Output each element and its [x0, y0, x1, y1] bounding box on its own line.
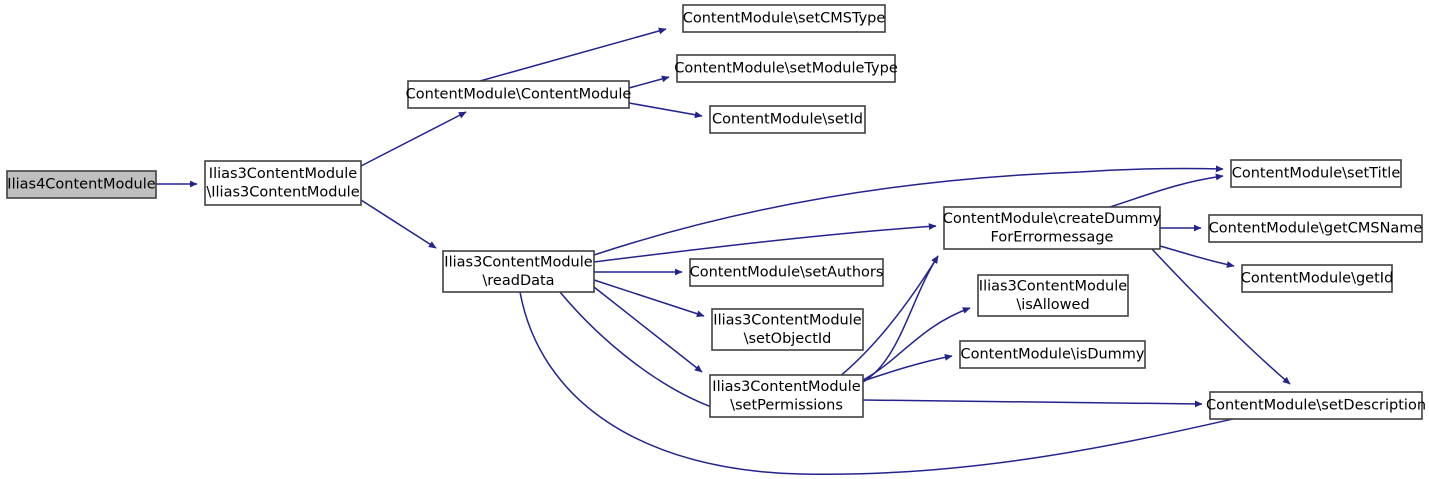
- edge-cmctor-to-setmoduletype: [628, 75, 670, 89]
- node-ilias3contentmodule-setobjectid-box[interactable]: [711, 308, 864, 351]
- node-contentmodule-getcmsname[interactable]: ContentModule\getCMSName: [1208, 214, 1423, 243]
- node-contentmodule-setdescription-line-0: ContentModule\setDescription: [1206, 398, 1426, 414]
- node-contentmodule-settitle-line-0: ContentModule\setTitle: [1232, 166, 1401, 182]
- node-contentmodule-createdummyforerrormessage-line-1: ForErrormessage: [991, 229, 1114, 245]
- node-ilias3contentmodule-readdata-label: Ilias3ContentModule \readData: [444, 254, 592, 289]
- node-contentmodule-isdummy-line-0: ContentModule\isDummy: [960, 347, 1144, 363]
- node-ilias3contentmodule-readdata[interactable]: Ilias3ContentModule \readData: [442, 250, 595, 293]
- node-ilias3contentmodule-setobjectid-label: Ilias3ContentModule \setObjectId: [713, 312, 861, 347]
- node-contentmodule-setcmstype-line-0: ContentModule\setCMSType: [683, 11, 886, 27]
- node-contentmodule-getcmsname-box[interactable]: [1208, 214, 1423, 243]
- edge-ilias3ctor-to-readdata: [360, 199, 437, 249]
- node-contentmodule-setmoduletype[interactable]: ContentModule\setModuleType: [674, 54, 898, 83]
- edge-readdata-to-createdummy: [593, 223, 937, 263]
- edge-readdata-to-setdescription: [519, 291, 1256, 476]
- edge-createdummy-to-settitle: [1109, 173, 1224, 208]
- node-contentmodule-getid-box[interactable]: [1241, 264, 1393, 293]
- node-ilias3contentmodule-setpermissions-line-1: \setPermissions: [730, 397, 843, 413]
- node-ilias4contentmodule[interactable]: Ilias4ContentModule: [6, 170, 157, 199]
- node-contentmodule-settitle-box[interactable]: [1230, 159, 1402, 188]
- node-contentmodule-ctor-box[interactable]: [407, 80, 630, 109]
- node-contentmodule-setcmstype[interactable]: ContentModule\setCMSType: [682, 4, 886, 33]
- node-ilias3contentmodule-isallowed-box[interactable]: [977, 274, 1129, 317]
- edge-setpermissions-to-isdummy: [862, 353, 953, 382]
- node-ilias3contentmodule-isallowed-line-1: \isAllowed: [1016, 297, 1089, 313]
- node-ilias3contentmodule-ctor-label: Ilias3ContentModule \Ilias3ContentModule: [206, 166, 359, 201]
- node-ilias3contentmodule-setpermissions-line-0: Ilias3ContentModule: [712, 379, 860, 395]
- node-contentmodule-setauthors-box[interactable]: [689, 258, 884, 287]
- edge-setpermissions-to-isallowed: [862, 307, 971, 381]
- node-ilias3contentmodule-isallowed-label: Ilias3ContentModule \isAllowed: [979, 278, 1127, 313]
- node-contentmodule-getcmsname-line-0: ContentModule\getCMSName: [1209, 221, 1423, 237]
- node-contentmodule-setcmstype-box[interactable]: [682, 4, 886, 33]
- node-ilias3contentmodule-ctor-line-1: \Ilias3ContentModule: [206, 184, 359, 200]
- node-contentmodule-ctor-label: ContentModule\ContentModule: [406, 87, 632, 103]
- node-contentmodule-setauthors[interactable]: ContentModule\setAuthors: [689, 258, 884, 287]
- edge-readdata-to-setpermissions: [593, 286, 703, 373]
- edge-readdata-to-setobjectid: [593, 279, 705, 318]
- node-contentmodule-createdummyforerrormessage-box[interactable]: [943, 206, 1161, 250]
- node-contentmodule-settitle-label: ContentModule\setTitle: [1232, 166, 1401, 182]
- edge-readdata-to-settitle: [593, 165, 1224, 256]
- node-ilias3contentmodule-setobjectid[interactable]: Ilias3ContentModule \setObjectId: [711, 308, 864, 351]
- node-contentmodule-setmoduletype-line-0: ContentModule\setModuleType: [674, 61, 898, 77]
- edge-setpermissions-to-setdescription: [862, 399, 1203, 408]
- node-contentmodule-setmoduletype-box[interactable]: [676, 54, 896, 83]
- node-contentmodule-isdummy[interactable]: ContentModule\isDummy: [959, 340, 1146, 369]
- node-contentmodule-setid-line-0: ContentModule\setId: [712, 112, 863, 128]
- node-ilias3contentmodule-isallowed-line-0: Ilias3ContentModule: [979, 278, 1127, 294]
- node-ilias3contentmodule-setobjectid-line-1: \setObjectId: [744, 331, 832, 347]
- node-contentmodule-getid-line-0: ContentModule\getId: [1241, 271, 1394, 287]
- node-ilias4contentmodule-line-0: Ilias4ContentModule: [7, 177, 155, 193]
- node-contentmodule-setcmstype-label: ContentModule\setCMSType: [683, 11, 886, 27]
- node-contentmodule-setid[interactable]: ContentModule\setId: [709, 105, 866, 134]
- node-contentmodule-getid-label: ContentModule\getId: [1241, 271, 1394, 287]
- node-ilias4contentmodule-box[interactable]: [6, 170, 157, 199]
- node-contentmodule-settitle[interactable]: ContentModule\setTitle: [1230, 159, 1402, 188]
- node-ilias3contentmodule-ctor-box[interactable]: [204, 160, 362, 206]
- node-contentmodule-createdummyforerrormessage-line-0: ContentModule\createDummy: [943, 211, 1162, 227]
- node-contentmodule-ctor-line-0: ContentModule\ContentModule: [406, 87, 632, 103]
- node-contentmodule-setmoduletype-label: ContentModule\setModuleType: [674, 61, 898, 77]
- node-contentmodule-isdummy-label: ContentModule\isDummy: [960, 347, 1144, 363]
- node-contentmodule-setid-box[interactable]: [709, 105, 866, 134]
- node-ilias3contentmodule-readdata-line-0: Ilias3ContentModule: [444, 254, 592, 270]
- node-contentmodule-isdummy-box[interactable]: [959, 340, 1146, 369]
- node-contentmodule-setauthors-line-0: ContentModule\setAuthors: [690, 265, 884, 281]
- edge-cmctor-to-setcmstype: [479, 27, 667, 82]
- node-contentmodule-setid-label: ContentModule\setId: [712, 112, 863, 128]
- node-ilias4contentmodule-label: Ilias4ContentModule: [7, 177, 155, 193]
- edges-layer: [156, 27, 1291, 476]
- node-contentmodule-setdescription-label: ContentModule\setDescription: [1206, 398, 1426, 414]
- node-contentmodule-setauthors-label: ContentModule\setAuthors: [690, 265, 884, 281]
- node-ilias3contentmodule-setpermissions-label: Ilias3ContentModule \setPermissions: [712, 379, 860, 414]
- node-ilias3contentmodule-readdata-box[interactable]: [442, 250, 595, 293]
- node-ilias3contentmodule-isallowed[interactable]: Ilias3ContentModule \isAllowed: [977, 274, 1129, 317]
- node-contentmodule-setdescription[interactable]: ContentModule\setDescription: [1206, 391, 1426, 420]
- edge-createdummy-to-setdescription: [1151, 248, 1291, 385]
- node-ilias3contentmodule-setobjectid-line-0: Ilias3ContentModule: [713, 312, 861, 328]
- node-contentmodule-setdescription-box[interactable]: [1209, 391, 1423, 420]
- edge-cmctor-to-setid: [628, 102, 703, 119]
- node-ilias3contentmodule-readdata-line-1: \readData: [482, 273, 554, 289]
- edge-ilias3ctor-to-cmctor: [360, 111, 467, 167]
- node-contentmodule-getid[interactable]: ContentModule\getId: [1241, 264, 1394, 293]
- nodes-layer: Ilias4ContentModuleIlias3ContentModule\I…: [6, 4, 1426, 420]
- node-ilias3contentmodule-setpermissions-box[interactable]: [709, 374, 864, 418]
- node-ilias3contentmodule-ctor[interactable]: Ilias3ContentModule \Ilias3ContentModule: [204, 160, 362, 206]
- node-ilias3contentmodule-ctor-line-0: Ilias3ContentModule: [209, 166, 357, 182]
- edge-createdummy-to-getid: [1159, 245, 1235, 268]
- node-contentmodule-ctor[interactable]: ContentModule\ContentModule: [406, 80, 632, 109]
- node-ilias3contentmodule-setpermissions[interactable]: Ilias3ContentModule \setPermissions: [709, 374, 864, 418]
- node-contentmodule-getcmsname-label: ContentModule\getCMSName: [1209, 221, 1423, 237]
